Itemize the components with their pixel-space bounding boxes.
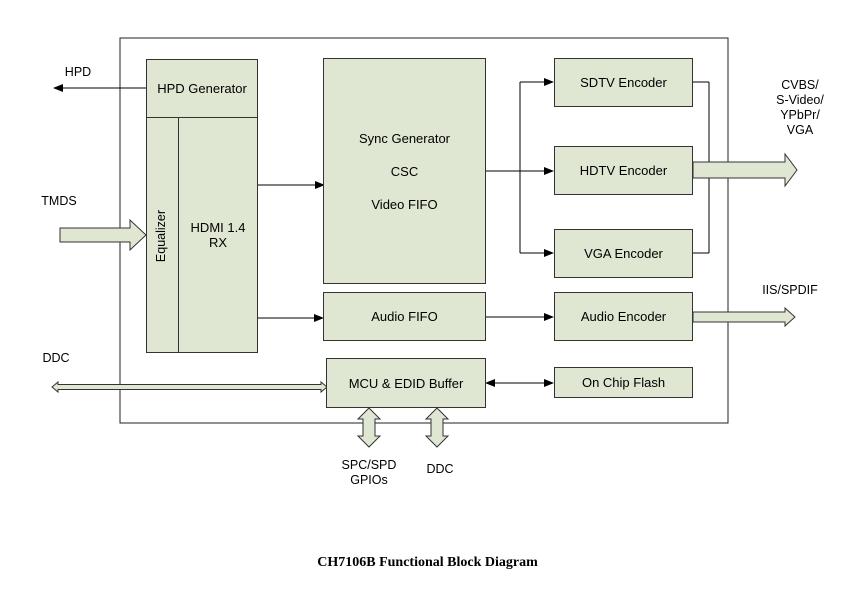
mcu-edid-buffer-block: MCU & EDID Buffer (326, 358, 486, 408)
sync-csc-fifo-block: Sync Generator CSC Video FIFO (323, 58, 486, 284)
equalizer-label: Equalizer (154, 209, 168, 263)
hdmi-rx-line-2: RX (208, 235, 228, 250)
ddc-bottom-label: DDC (426, 462, 454, 476)
sync-generator-label: Sync Generator (358, 130, 451, 146)
video-out-label: CVBS/ S-Video/ YPbPr/ VGA (764, 78, 836, 138)
equalizer-block (146, 117, 179, 353)
sdtv-encoder-label: SDTV Encoder (580, 75, 667, 90)
spc-spd-line-1: SPC/SPD (341, 458, 397, 472)
hpd-generator-label: HPD Generator (157, 81, 247, 96)
vga-encoder-label: VGA Encoder (584, 246, 663, 261)
hdmi-rx-line-1: HDMI 1.4 (190, 220, 246, 235)
audio-fifo-label: Audio FIFO (371, 309, 438, 324)
ddc-left-label: DDC (42, 351, 70, 365)
video-out-line-3: YPbPr/ (780, 108, 820, 122)
hdtv-encoder-label: HDTV Encoder (579, 163, 668, 178)
video-out-line-1: CVBS/ (781, 78, 819, 92)
audio-encoder-label: Audio Encoder (580, 309, 667, 324)
sdtv-encoder-block: SDTV Encoder (554, 58, 693, 107)
video-out-arrow (692, 152, 798, 188)
audio-encoder-block: Audio Encoder (554, 292, 693, 341)
audio-out-arrow (692, 306, 796, 328)
diagram-caption: CH7106B Functional Block Diagram (317, 555, 538, 570)
video-out-line-4: VGA (786, 123, 814, 137)
audio-out-label: IIS/SPDIF (762, 283, 818, 297)
spc-spd-label: SPC/SPD GPIOs (334, 458, 404, 488)
spc-spd-bus (356, 407, 382, 448)
ddc-left-bus (51, 380, 328, 394)
hdmi-rx-block: HDMI 1.4 RX (178, 117, 258, 353)
spc-spd-line-2: GPIOs (350, 473, 388, 487)
tmds-label: TMDS (41, 194, 77, 208)
hpd-label: HPD (64, 65, 92, 79)
hdtv-encoder-block: HDTV Encoder (554, 146, 693, 195)
ddc-bottom-bus (424, 407, 450, 448)
tmds-arrow (59, 218, 147, 252)
on-chip-flash-label: On Chip Flash (581, 375, 666, 390)
csc-label: CSC (390, 163, 419, 179)
video-out-line-2: S-Video/ (776, 93, 824, 107)
video-fifo-label: Video FIFO (371, 196, 438, 212)
on-chip-flash-block: On Chip Flash (554, 367, 693, 398)
mcu-edid-label: MCU & EDID Buffer (348, 375, 464, 391)
hpd-generator-block: HPD Generator (146, 59, 258, 118)
vga-encoder-block: VGA Encoder (554, 229, 693, 278)
audio-fifo-block: Audio FIFO (323, 292, 486, 341)
